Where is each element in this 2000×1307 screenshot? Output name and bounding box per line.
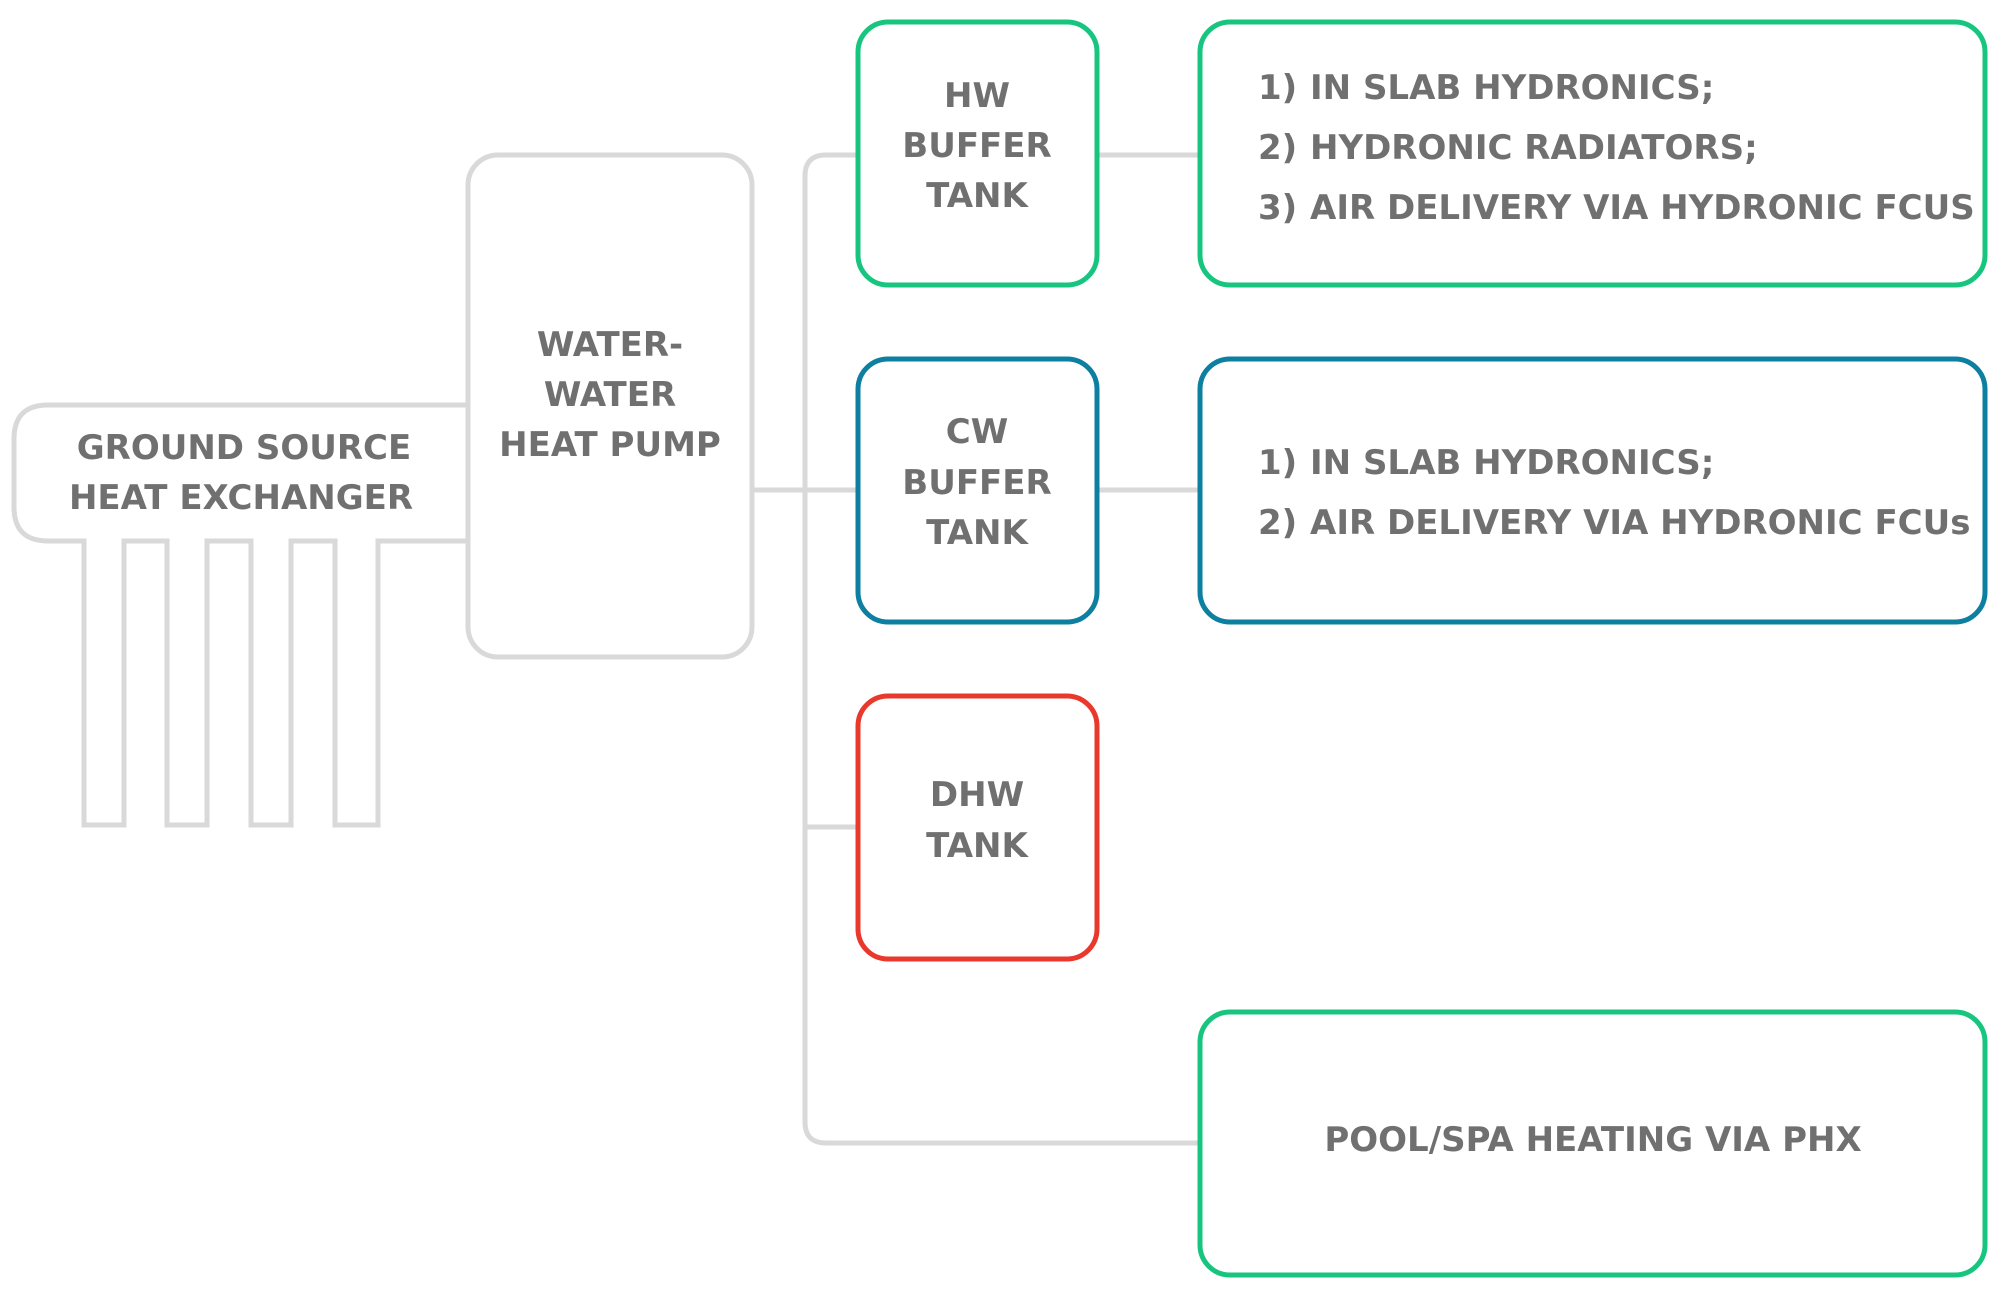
hw-tank-box (855, 19, 1100, 288)
heat-pump-label-line3: HEAT PUMP (499, 425, 721, 465)
dhw-tank: DHW TANK (855, 693, 1100, 962)
hw-uses-box: 1) IN SLAB HYDRONICS; 2) HYDRONIC RADIAT… (1197, 19, 1988, 288)
dhw-tank-label-line2: TANK (926, 826, 1029, 866)
hw-use-text-2: HYDRONIC RADIATORS; (1310, 128, 1758, 168)
water-water-heat-pump: WATER- WATER HEAT PUMP (465, 152, 755, 660)
cw-use-text-2: AIR DELIVERY VIA HYDRONIC FCUs (1310, 503, 1970, 543)
cw-use-num-1: 1) (1258, 443, 1297, 483)
pool-spa-label: POOL/SPA HEATING VIA PHX (1324, 1120, 1861, 1160)
cw-tank-label-line1: CW (946, 412, 1008, 452)
heat-pump-label-line2: WATER (544, 375, 676, 415)
pool-spa-box: POOL/SPA HEATING VIA PHX (1197, 1009, 1988, 1278)
heat-pump-label-line1: WATER- (537, 325, 683, 365)
cw-uses-frame (1197, 356, 1988, 625)
dhw-tank-label-line1: DHW (930, 775, 1024, 815)
hw-tank-label-line1: HW (944, 76, 1010, 116)
connector-lines (463, 152, 1200, 1146)
hw-tank-label-line2: BUFFER (902, 126, 1051, 166)
hw-use-text-1: IN SLAB HYDRONICS; (1310, 68, 1714, 108)
ground-loop-shape (11, 402, 463, 828)
cw-use-num-2: 2) (1258, 503, 1297, 543)
cw-uses-box: 1) IN SLAB HYDRONICS; 2) AIR DELIVERY VI… (1197, 356, 1988, 625)
hw-use-text-3: AIR DELIVERY VIA HYDRONIC FCUS (1310, 188, 1975, 228)
pool-spa-frame (1197, 1009, 1988, 1278)
ground-source-heat-exchanger: GROUND SOURCE HEAT EXCHANGER (11, 402, 463, 828)
hw-use-num-1: 1) (1258, 68, 1297, 108)
hw-uses-frame (1197, 19, 1988, 288)
ground-source-label-line2: HEAT EXCHANGER (69, 478, 413, 518)
dhw-tank-box (855, 693, 1100, 962)
hw-buffer-tank: HW BUFFER TANK (855, 19, 1100, 288)
cw-buffer-tank: CW BUFFER TANK (855, 356, 1100, 625)
connector-trunk (802, 152, 1200, 1146)
cw-use-text-1: IN SLAB HYDRONICS; (1310, 443, 1714, 483)
cw-tank-label-line3: TANK (926, 513, 1029, 553)
cw-tank-label-line2: BUFFER (902, 463, 1051, 503)
hw-tank-label-line3: TANK (926, 176, 1029, 216)
heat-pump-box (465, 152, 755, 660)
ground-source-label-line1: GROUND SOURCE (77, 428, 411, 468)
cw-tank-box (855, 356, 1100, 625)
hw-use-num-3: 3) (1258, 188, 1297, 228)
hw-use-num-2: 2) (1258, 128, 1297, 168)
